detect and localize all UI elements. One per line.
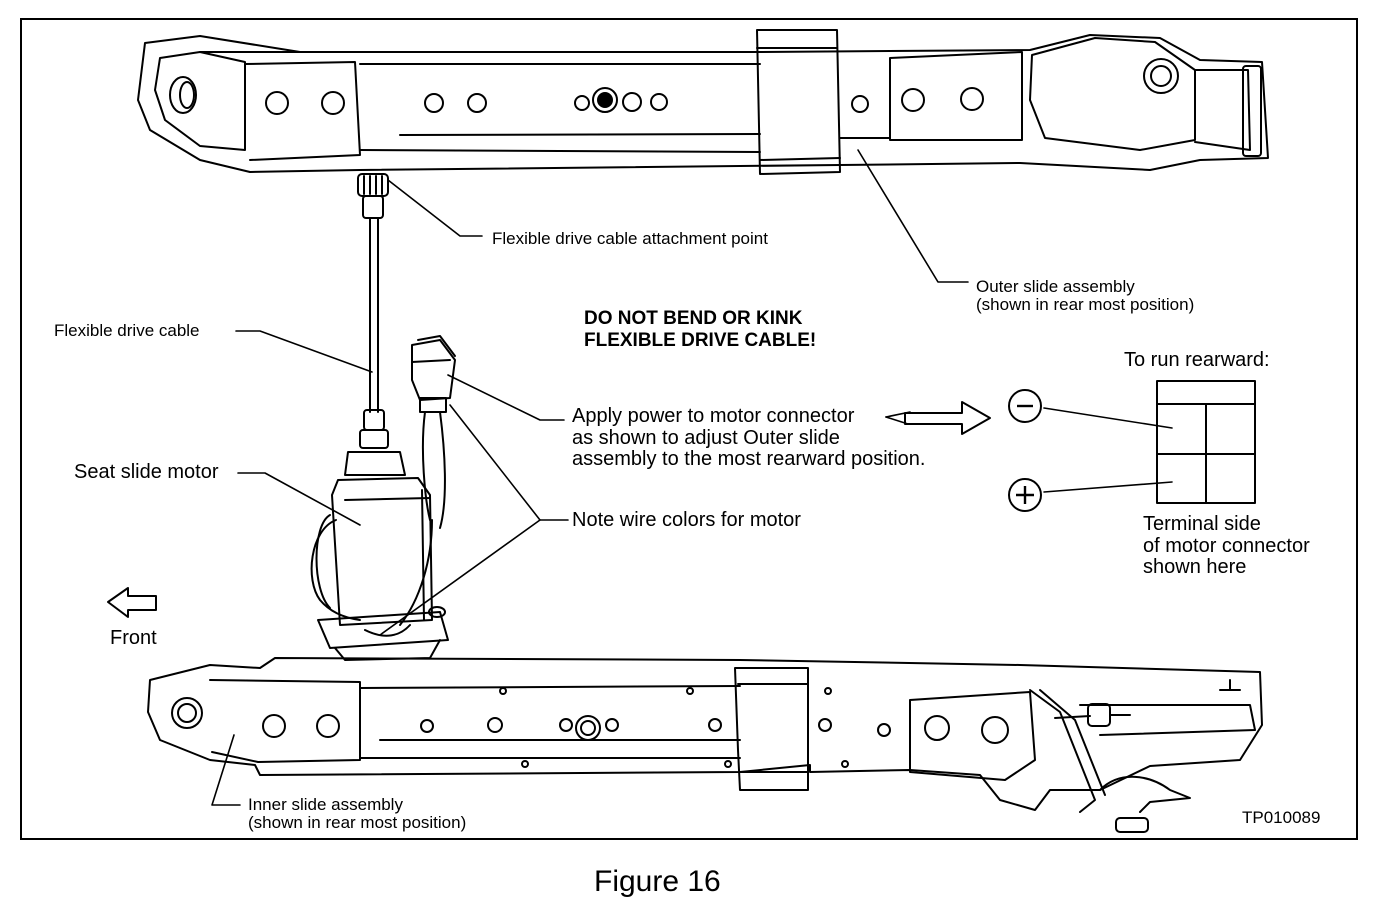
label-inner-slide: Inner slide assembly (shown in rear most… xyxy=(248,795,467,833)
warning-line2: FLEXIBLE DRIVE CABLE! xyxy=(584,329,817,351)
label-cable-attachment: Flexible drive cable attachment point xyxy=(492,229,768,248)
minus-symbol-text: − xyxy=(1000,376,1001,377)
label-outer-slide-line1: Outer slide assembly xyxy=(976,277,1135,296)
flexible-drive-cable xyxy=(357,173,389,449)
label-inner-slide-line2: (shown in rear most position) xyxy=(248,813,467,833)
motor-connector xyxy=(399,335,456,626)
minus-terminal-circle xyxy=(1008,389,1042,423)
plus-symbol-text: + xyxy=(1000,466,1001,467)
connector-terminal-face xyxy=(1156,380,1256,504)
label-apply-power-line3: assembly to the most rearward position. xyxy=(572,448,926,471)
label-terminal-side-line3: shown here xyxy=(1143,556,1247,579)
plus-terminal-circle xyxy=(1008,478,1042,512)
figure-code: TP010089 xyxy=(1242,808,1321,827)
label-outer-slide-line2: (shown in rear most position) xyxy=(976,295,1195,315)
leader-lines xyxy=(211,149,1173,806)
label-terminal-side: Terminal side of motor connector shown h… xyxy=(1143,513,1310,579)
label-run-rearward: To run rearward: xyxy=(1124,349,1270,371)
seat-slide-motor xyxy=(310,451,449,661)
label-seat-slide-motor: Seat slide motor xyxy=(74,461,219,483)
label-apply-power-line1: Apply power to motor connector xyxy=(572,405,855,427)
label-terminal-side-line1: Terminal side xyxy=(1143,513,1261,535)
warning-line1: DO NOT BEND OR KINK xyxy=(584,308,803,329)
label-inner-slide-line1: Inner slide assembly xyxy=(248,795,403,814)
inner-slide-assembly xyxy=(147,657,1263,833)
label-apply-power: Apply power to motor connector as shown … xyxy=(572,405,926,471)
label-flexible-drive-cable: Flexible drive cable xyxy=(54,321,200,340)
label-front: Front xyxy=(110,627,157,649)
outer-slide-assembly xyxy=(137,29,1269,175)
label-apply-power-line2: as shown to adjust Outer slide xyxy=(572,426,840,449)
figure-frame xyxy=(20,18,1358,840)
front-arrow-left xyxy=(107,587,157,618)
label-terminal-side-line2: of motor connector xyxy=(1143,534,1310,557)
hollow-arrow-right xyxy=(904,401,991,435)
warning-text: DO NOT BEND OR KINK FLEXIBLE DRIVE CABLE… xyxy=(584,308,816,352)
label-wire-colors: Note wire colors for motor xyxy=(572,509,801,531)
figure-caption: Figure 16 xyxy=(594,865,721,898)
label-outer-slide: Outer slide assembly (shown in rear most… xyxy=(976,277,1195,315)
